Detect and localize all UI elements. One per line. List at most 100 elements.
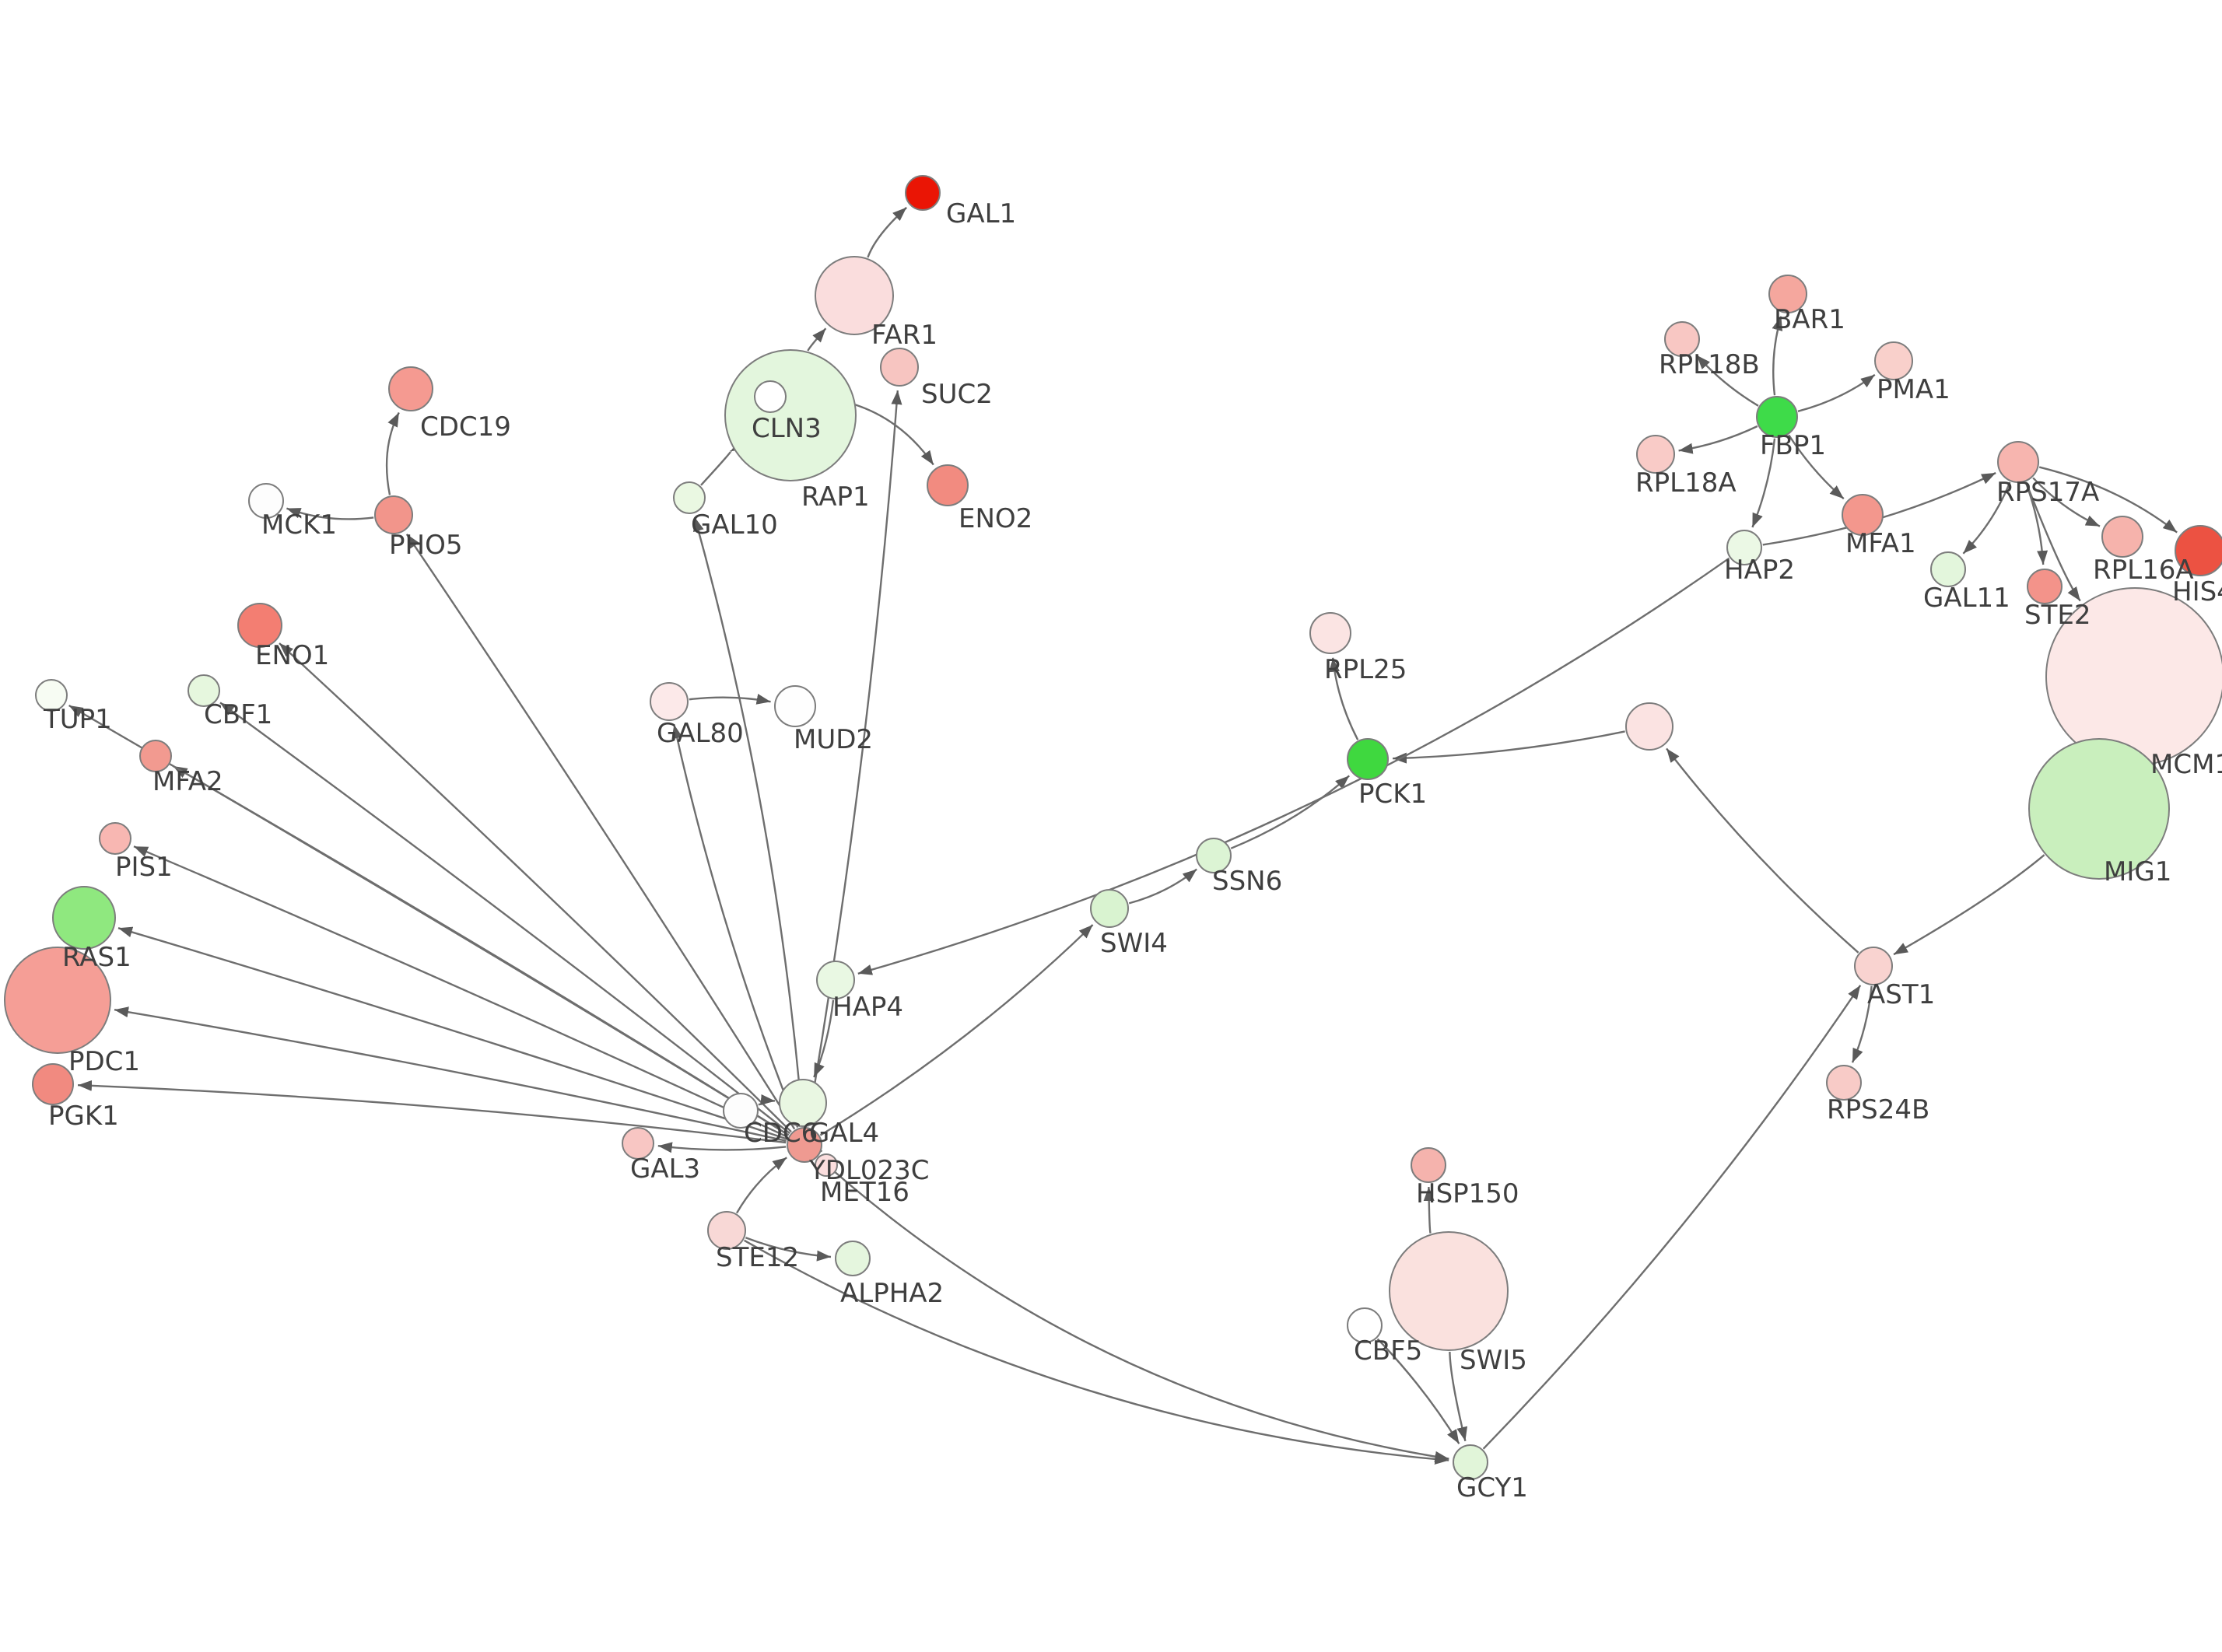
node-MFA2[interactable] xyxy=(139,740,172,772)
edge-GAL4-ENO1[interactable] xyxy=(279,642,792,1133)
node-MFA1[interactable] xyxy=(1842,494,1884,536)
edge-MIG1-AST1[interactable] xyxy=(1893,854,2045,956)
node-RPL18A[interactable] xyxy=(1636,435,1675,474)
node-MUD2[interactable] xyxy=(774,685,816,727)
node-STE2[interactable] xyxy=(2027,569,2063,604)
edge-RPS17A-HIS4[interactable] xyxy=(2038,466,2178,534)
edge-SWI5-HSP150[interactable] xyxy=(1423,1186,1435,1234)
edge-SSN6-PCK1[interactable] xyxy=(1230,775,1350,849)
edge-FBP1-RPL18A[interactable] xyxy=(1678,425,1758,454)
edge-STE12-GAL4[interactable] xyxy=(735,1157,787,1214)
edge-GAL4-TUP1[interactable] xyxy=(68,704,790,1136)
node-MET16[interactable] xyxy=(815,1153,838,1177)
node-PIS1[interactable] xyxy=(99,822,131,855)
node-FBP1[interactable] xyxy=(1756,396,1798,438)
edge-GAL4-GAL10[interactable] xyxy=(693,516,804,1127)
node-SWI4[interactable] xyxy=(1090,889,1129,928)
node-HIS4[interactable] xyxy=(2175,525,2222,576)
node-YDL023C[interactable] xyxy=(779,1079,827,1127)
node-GAL4[interactable] xyxy=(787,1127,822,1163)
edge-FBP1-PMA1[interactable] xyxy=(1797,373,1876,412)
edge-HAP2-HAP4[interactable] xyxy=(857,557,1730,975)
edge-GAL10-CLN3[interactable] xyxy=(700,439,745,486)
edge-GCY1-AST1[interactable] xyxy=(1482,985,1862,1450)
edge-RPS17A-GAL11[interactable] xyxy=(1962,481,2011,555)
node-SSN6[interactable] xyxy=(1196,838,1232,873)
edge-PCK1-RPL25[interactable] xyxy=(1329,657,1359,740)
edge-GAL4-SWI4[interactable] xyxy=(819,924,1094,1136)
node-GAL10[interactable] xyxy=(673,481,706,514)
edge-GAL4-GAL80[interactable] xyxy=(671,724,799,1129)
edge-RPS17A-MCM1[interactable] xyxy=(2025,481,2081,602)
node-PDC1[interactable] xyxy=(4,947,111,1054)
node-RPL16A[interactable] xyxy=(2101,516,2143,558)
node-GAL80[interactable] xyxy=(650,682,689,721)
node-RPL25[interactable] xyxy=(1309,612,1351,654)
node-RPS17A[interactable] xyxy=(1997,441,2039,483)
node-BAR1[interactable] xyxy=(1768,275,1807,313)
node-PMA1[interactable] xyxy=(1874,341,1913,380)
edge-GAL80-MUD2[interactable] xyxy=(689,694,771,705)
node-ALPHA2[interactable] xyxy=(835,1241,871,1276)
node-unlabeled[interactable] xyxy=(1625,702,1674,751)
node-PGK1[interactable] xyxy=(32,1063,74,1105)
edge-STE12-GCY1[interactable] xyxy=(744,1239,1449,1465)
edge-GAL4-PIS1[interactable] xyxy=(133,845,788,1138)
node-TUP1[interactable] xyxy=(35,679,68,712)
node-MCK1[interactable] xyxy=(248,483,284,519)
edge-GAL4-MFA2[interactable] xyxy=(172,765,790,1136)
edge-STE12-ALPHA2[interactable] xyxy=(745,1237,832,1262)
node-RPL18B[interactable] xyxy=(1664,321,1700,357)
edge-GAL4-RAS1[interactable] xyxy=(117,926,787,1140)
node-ENO1[interactable] xyxy=(237,603,282,648)
edge-FBP1-RPL18B[interactable] xyxy=(1695,354,1759,407)
edge-SWI4-SSN6[interactable] xyxy=(1128,868,1197,905)
node-STE12[interactable] xyxy=(707,1211,746,1250)
node-RPS24B[interactable] xyxy=(1826,1065,1862,1101)
edge-GAL4-GAL3[interactable] xyxy=(657,1142,787,1153)
node-AST1[interactable] xyxy=(1854,947,1893,985)
edge-GAL4-SUC2[interactable] xyxy=(806,390,902,1127)
edge-FBP1-BAR1[interactable] xyxy=(1772,316,1783,396)
node-HAP2[interactable] xyxy=(1726,530,1762,565)
edge-GAL4-PHO5[interactable] xyxy=(405,534,796,1130)
edge-CLN3-FAR1[interactable] xyxy=(807,327,827,352)
node-PHO5[interactable] xyxy=(374,495,413,534)
node-PCK1[interactable] xyxy=(1347,738,1389,780)
node-SUC2[interactable] xyxy=(880,348,919,387)
edge-FAR1-GAL1[interactable] xyxy=(867,206,908,258)
edge-UNLABELED1-PCK1[interactable] xyxy=(1392,730,1625,764)
edge-RPS17A-RPL16A[interactable] xyxy=(2032,477,2101,527)
node-GAL1[interactable] xyxy=(905,175,941,211)
node-GAL3[interactable] xyxy=(622,1127,654,1160)
node-CDC6[interactable] xyxy=(723,1093,759,1129)
node-HSP150[interactable] xyxy=(1411,1147,1446,1183)
edge-PHO5-CDC19[interactable] xyxy=(385,411,400,495)
edge-CBF5-GCY1[interactable] xyxy=(1376,1338,1460,1444)
node-CDC19[interactable] xyxy=(388,366,433,411)
node-SWI5[interactable] xyxy=(1389,1231,1509,1351)
edge-GAL4-GCY1[interactable] xyxy=(817,1157,1449,1462)
edge-PHO5-MCK1[interactable] xyxy=(286,507,374,520)
node-CLN3[interactable] xyxy=(724,349,857,481)
edge-GAL4-CBF1[interactable] xyxy=(219,702,790,1135)
node-ENO2[interactable] xyxy=(927,464,969,506)
node-FAR1[interactable] xyxy=(815,256,894,335)
edge-FBP1-MFA1[interactable] xyxy=(1788,434,1845,500)
edge-AST1-UNLABELED1[interactable] xyxy=(1666,747,1859,954)
node-HAP4[interactable] xyxy=(816,961,855,999)
edge-GAL4-PDC1[interactable] xyxy=(114,1006,787,1142)
edge-SWI5-GCY1[interactable] xyxy=(1449,1351,1468,1442)
node-CBF5[interactable] xyxy=(1347,1307,1383,1343)
node-RAS1[interactable] xyxy=(52,886,116,950)
edge-FBP1-HAP2[interactable] xyxy=(1751,438,1776,528)
node-GCY1[interactable] xyxy=(1453,1444,1488,1480)
node-MIG1[interactable] xyxy=(2028,738,2170,880)
edge-AST1-RPS24B[interactable] xyxy=(1851,985,1873,1063)
edge-GAL4-PGK1[interactable] xyxy=(77,1080,787,1144)
node-GAL11[interactable] xyxy=(1930,551,1966,587)
edge-CDC6-YDL023C[interactable] xyxy=(758,1094,776,1106)
edge-HAP4-YDL023C[interactable] xyxy=(813,999,835,1078)
node-RAP1[interactable] xyxy=(754,380,787,413)
